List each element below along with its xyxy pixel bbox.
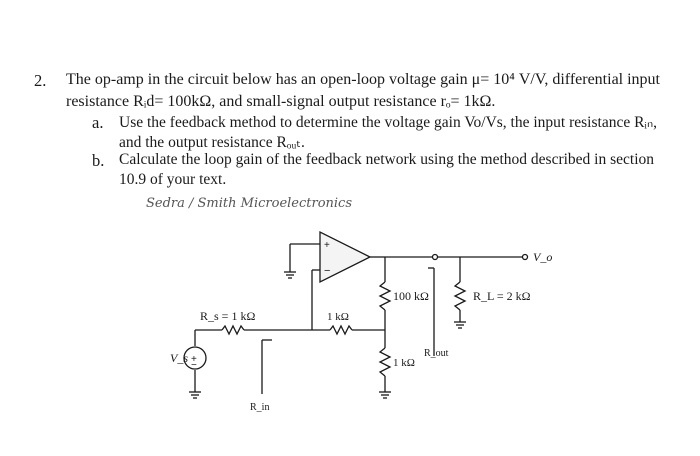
resistor-rs bbox=[221, 324, 245, 336]
opamp-minus: − bbox=[324, 265, 330, 277]
part-a-letter: a. bbox=[92, 113, 104, 132]
opamp-plus: + bbox=[324, 240, 330, 251]
vs-label: V_s bbox=[170, 351, 188, 365]
ground-icon bbox=[379, 391, 391, 399]
rin-label: R_in bbox=[250, 402, 269, 413]
resistor-1k-bottom bbox=[378, 347, 392, 377]
part-b-line-1: Calculate the loop gain of the feedback … bbox=[119, 151, 655, 168]
ground-icon bbox=[454, 321, 466, 329]
rs-label: R_s = 1 kΩ bbox=[200, 309, 255, 323]
part-a-line-1: Use the feedback method to determine the… bbox=[119, 114, 658, 131]
handwritten-note: Sedra / Smith Microelectronics bbox=[146, 196, 353, 211]
part-b-line-2: 10.9 of your text. bbox=[119, 171, 227, 188]
rout-label: R_out bbox=[424, 348, 449, 359]
part-a-line-2: and the output resistance Rₒᵤₜ. bbox=[119, 134, 305, 151]
vo-label: V_o bbox=[533, 250, 552, 264]
problem-number: 2. bbox=[34, 71, 47, 90]
part-b-letter: b. bbox=[92, 151, 105, 170]
problem-line-2: resistance Rᵢd= 100kΩ, and small-signal … bbox=[66, 93, 496, 110]
rl-label: R_L = 2 kΩ bbox=[473, 289, 531, 303]
r1-label: 1 kΩ bbox=[327, 311, 349, 323]
ground-icon bbox=[189, 391, 201, 399]
source-minus: − bbox=[191, 360, 197, 371]
problem-line-1: The op-amp in the circuit below has an o… bbox=[66, 71, 660, 88]
resistor-100k bbox=[378, 281, 392, 311]
ground-icon bbox=[284, 271, 296, 279]
resistor-rl bbox=[453, 281, 467, 311]
source-plus: + bbox=[191, 354, 197, 365]
opamp-symbol bbox=[319, 230, 372, 284]
voltage-source-icon bbox=[183, 346, 207, 370]
r-top-label: 100 kΩ bbox=[393, 289, 429, 303]
resistor-1k-middle bbox=[329, 324, 353, 336]
r-bottom-label: 1 kΩ bbox=[393, 357, 415, 369]
